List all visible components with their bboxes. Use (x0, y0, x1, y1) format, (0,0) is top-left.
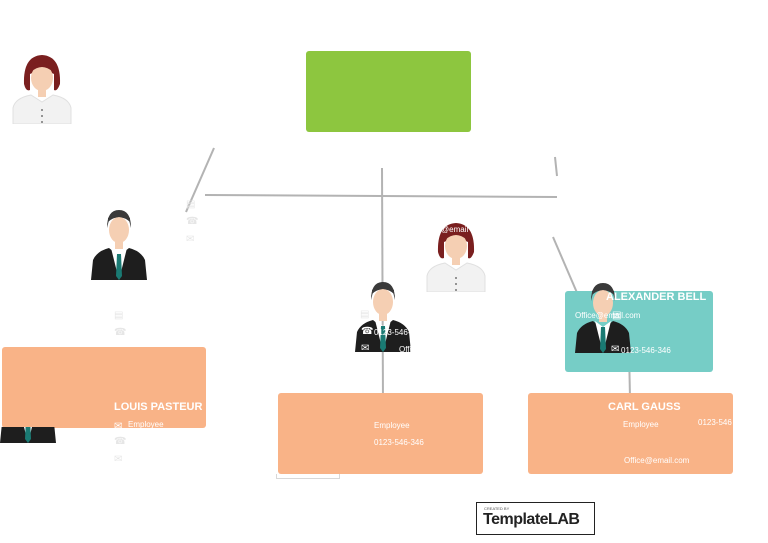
carl-gauss-name: CARL GAUSS (608, 401, 681, 413)
carl-gauss-phone: 0123-546 (698, 418, 732, 427)
woman-avatar (426, 223, 486, 292)
louis-pasteur-box (2, 347, 206, 428)
man-avatar (355, 282, 411, 352)
center-phone: 0123-546-346 (374, 438, 424, 447)
carl-gauss-email: Office@email.com (624, 456, 690, 465)
phone-icon: ☎ (114, 436, 127, 447)
mail-icon: ✉ (114, 454, 123, 465)
phone-icon: ☎ (114, 327, 127, 338)
man-avatar (575, 283, 631, 353)
logo-created-by: CREATED BY (484, 506, 510, 511)
louis-pasteur-name: LOUIS PASTEUR (114, 401, 203, 413)
mail-icon: ✉ (114, 421, 123, 432)
right-short-connector (554, 156, 558, 177)
calendar-icon: ▤ (186, 199, 196, 210)
man-avatar (91, 210, 147, 280)
alexander-bell-phone: 0123-546-346 (621, 346, 671, 355)
calendar-icon: ▤ (612, 310, 622, 321)
mail-icon: ✉ (186, 234, 195, 245)
horizontal-connector (204, 194, 558, 198)
mail-icon: ✉ (611, 344, 620, 355)
calendar-icon: ▤ (114, 310, 124, 321)
placeholder-bar (276, 474, 340, 479)
email-fragment: @email (441, 225, 469, 234)
center-employee-box (278, 393, 483, 474)
man-avatar-partial (0, 427, 56, 443)
top-node-box (306, 51, 471, 132)
center-role: Employee (374, 421, 410, 430)
logo-brand: TemplateLAB (483, 511, 580, 528)
phone-icon: ☎ (361, 326, 374, 337)
templatelab-logo[interactable]: CREATED BY TemplateLAB (476, 502, 595, 535)
center-office-fragment: Office (399, 345, 420, 354)
alexander-bell-email: Office@email.com (575, 311, 641, 320)
center-phone-fragment: 0123-546-346 (374, 328, 424, 337)
phone-icon: ☎ (186, 216, 199, 227)
carl-gauss-role: Employee (623, 420, 659, 429)
left-diagonal-connector (185, 147, 215, 213)
calendar-icon: ▤ (360, 309, 370, 320)
woman-avatar (12, 55, 72, 124)
louis-pasteur-role: Employee (128, 420, 164, 429)
alexander-bell-name: ALEXANDER BELL (606, 291, 707, 303)
carl-gauss-box (528, 393, 733, 474)
mail-icon: ✉ (361, 343, 370, 354)
